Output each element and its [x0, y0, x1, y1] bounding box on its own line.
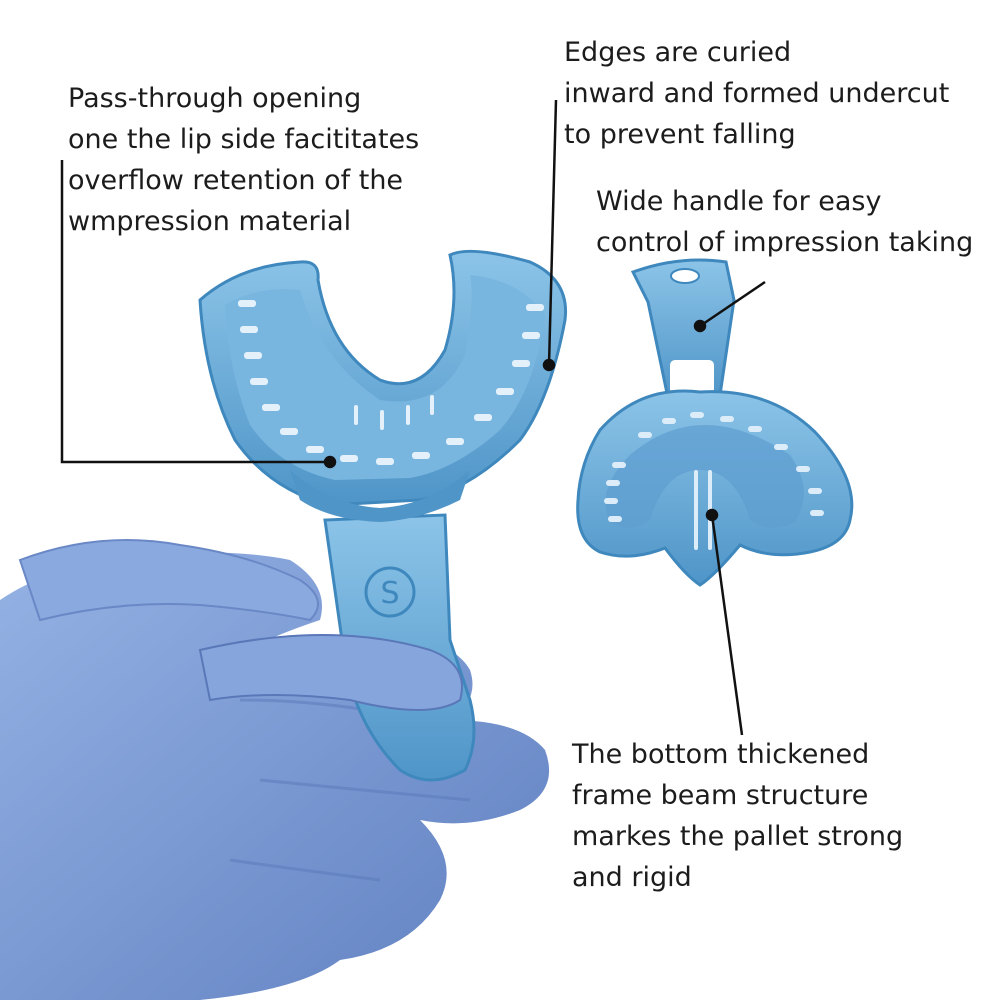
callout-line: Edges are curied — [564, 37, 792, 68]
small-impression-tray — [576, 258, 854, 587]
tray-undercut-base — [290, 470, 470, 522]
callout-line: markes the pallet strong — [572, 821, 904, 852]
tray-perforations — [604, 412, 824, 550]
callout-line: control of impression taking — [596, 227, 974, 258]
handle-emblem-letter: S — [380, 576, 399, 611]
leader-line-pass-through — [60, 160, 330, 464]
glove-palm — [0, 552, 550, 1000]
leader-dot-edges — [542, 358, 556, 372]
callout-bottom-frame-beam: The bottom thickened frame beam structur… — [572, 734, 903, 898]
leader-line-handle — [699, 280, 766, 328]
handle-window — [670, 360, 714, 394]
callout-line: wmpression material — [68, 206, 352, 237]
tray-body-top-view — [576, 389, 854, 587]
callout-line: The bottom thickened — [572, 739, 870, 770]
lip-side-pass-through-openings — [238, 300, 544, 465]
leader-dot-handle — [693, 319, 707, 333]
large-impression-tray: S — [198, 249, 568, 782]
callout-line: Wide handle for easy — [596, 186, 882, 217]
callout-curled-edges: Edges are curied inward and formed under… — [564, 32, 949, 155]
handle-emblem-ring — [364, 566, 416, 618]
gloved-hand — [0, 539, 550, 1000]
tray-inner-rim — [225, 275, 545, 480]
leader-dot-pass-through — [323, 455, 337, 469]
callout-line: frame beam structure — [572, 780, 869, 811]
callout-line: one the lip side facititates — [68, 124, 420, 155]
leader-lines — [60, 99, 766, 736]
tray-inner-channel — [605, 425, 804, 529]
callout-pass-through-opening: Pass-through opening one the lip side fa… — [68, 78, 419, 242]
callout-line: Pass-through opening — [68, 83, 362, 114]
glove-thumb-over-handle — [198, 634, 463, 711]
glove-thumb — [18, 539, 319, 622]
callout-line: and rigid — [572, 862, 692, 893]
callout-line: inward and formed undercut — [564, 78, 950, 109]
leader-dot-bottom — [705, 508, 719, 522]
callout-line: to prevent falling — [564, 119, 796, 150]
handle-hole — [670, 268, 700, 284]
callout-line: overflow retention of the — [68, 165, 404, 196]
callout-wide-handle: Wide handle for easy control of impressi… — [596, 181, 973, 263]
leader-line-bottom — [710, 514, 744, 736]
leader-line-edges — [547, 99, 558, 366]
